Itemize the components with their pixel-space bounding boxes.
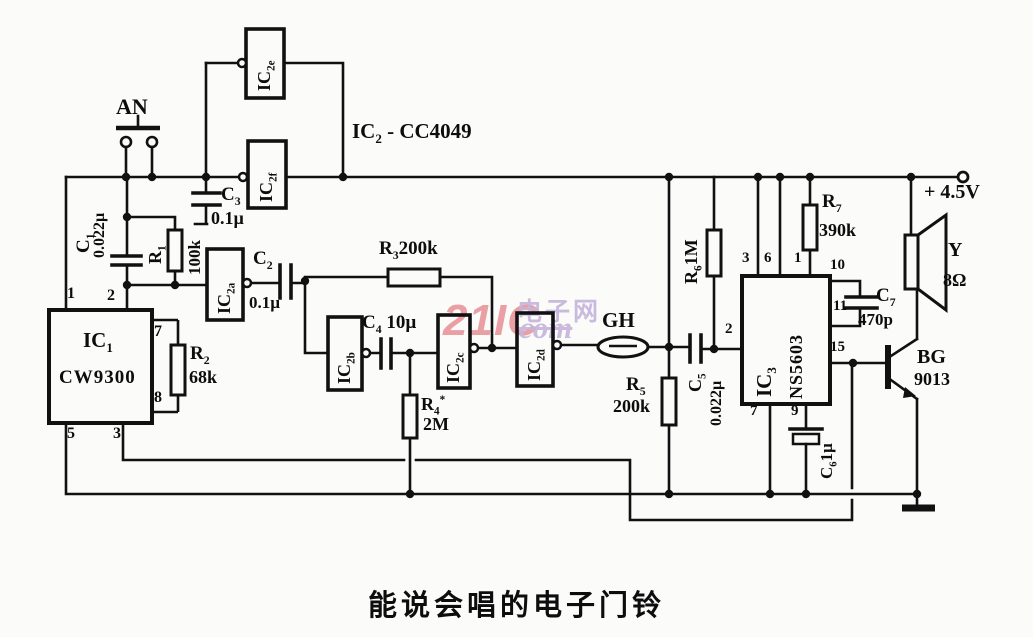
ic3-pin-1: 1 [794,250,802,266]
c6-plate [791,432,821,446]
gate-ic2a-label: IC2a [214,282,238,314]
r7-ref: R7 [822,191,842,215]
ic1-pin-2: 2 [107,287,115,304]
c3-ref: C3 [221,184,241,208]
watermark-tld: com [519,310,573,345]
r2-value: 68k [189,367,218,387]
ic3-pin-2: 2 [725,321,733,337]
speaker-horn [916,212,948,313]
r5-ref: R5 [626,374,646,398]
c7-ref: C7 [876,285,896,309]
ic3-ref: IC3 [752,367,780,397]
r3-label: R3200k [379,238,438,262]
r2-ref: R2 [190,343,210,367]
resonator-symbol [596,335,650,359]
ic1-part: CW9300 [59,367,136,388]
ic1-ref: IC1 [83,328,113,356]
c7-value: 470p [858,310,893,329]
capacitor-plates [110,191,879,431]
caption: 能说会唱的电子门铃 [367,590,665,622]
speaker-ref: Y [948,239,963,261]
ic3-pin-3: 3 [742,250,750,266]
c2-value: 0.1µ [249,293,281,312]
c1-value: 0.022µ [91,212,108,258]
speaker-body [903,233,920,291]
gate-ic2d-label: IC2d [524,349,548,381]
r5-value: 200k [613,396,651,416]
r1-value: 100k [185,240,204,275]
speaker-value: 8Ω [943,270,967,290]
supply-label: + 4.5V [924,181,980,203]
r2-wires [152,318,180,414]
c2-ref: C2 [253,248,273,272]
ic3-box [740,274,832,406]
transistor-base-bar [885,345,891,389]
ic1-pin-5: 5 [67,425,75,442]
junction-dots [121,172,922,499]
c3-value: 0.1µ [211,208,244,228]
transistor-ref: BG [917,346,946,368]
c5-ref: C5 [685,373,709,392]
gate-ic2c-label: IC2c [443,352,467,383]
transistor-value: 9013 [914,369,950,389]
ic3-part: NS5603 [786,333,806,399]
ic1-pin-1: 1 [67,285,75,302]
wires [64,61,960,522]
ic3-pin-7: 7 [750,403,758,419]
gate-ic2f-label: IC2f [256,172,280,202]
transistor-emitter-arrow [903,387,916,398]
ic3-pin-9: 9 [791,403,799,419]
pushbutton-terminal [145,135,159,149]
pushbutton-label: AN [116,94,148,119]
gate-ic2e-label: IC2e [254,60,278,91]
r7-value: 390k [819,220,857,240]
ic3-pin-15: 15 [830,339,845,355]
ic1-box [47,308,154,425]
pushbutton-terminal [119,135,133,149]
ic3-pin-10: 10 [830,257,845,273]
ic3-pin-11: 11 [833,298,848,314]
c4-label: C4 10µ [362,312,417,336]
ic1-pin-7: 7 [154,323,162,340]
inverter-bubbles [236,57,563,359]
c5-value: 0.022µ [708,380,725,426]
r4-value: 2M [423,414,449,434]
ic2-family-label: IC2 - CC4049 [352,119,472,147]
gate-ic2b-label: IC2b [334,352,358,384]
ic1-pin-3: 3 [113,425,121,442]
supply-terminal [956,170,970,184]
c6-label: C61µ [817,443,840,479]
resonator-label: GH [602,308,635,332]
r1-ref: R1 [145,245,169,264]
ic1-pin-8: 8 [154,389,162,406]
r6-label: R61M [681,239,705,284]
r4-ref: R4* [421,394,446,418]
ic3-pin-6: 6 [764,250,772,266]
